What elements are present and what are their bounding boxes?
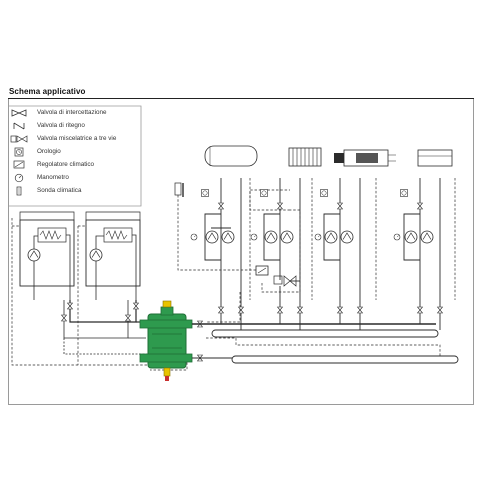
legend-label: Regolatore climatico (37, 161, 95, 168)
circuit-1-pump-a (205, 230, 219, 244)
legend-item-clock: Orologio (9, 145, 141, 158)
legend-label: Valvola miscelatrice a tre vie (37, 135, 117, 142)
circuit-4 (403, 178, 441, 330)
circuit-4-return-valve (437, 306, 443, 314)
emitter-fan-heater (334, 149, 396, 167)
circuit-4-pump-a (404, 230, 418, 244)
return-manifold (192, 355, 459, 364)
emitter-unit-heater (417, 149, 453, 167)
boiler-2 (85, 211, 141, 300)
circuit-1-gauge (190, 233, 198, 241)
title-rule (8, 98, 474, 99)
shutoff-valve-icon (9, 107, 29, 118)
clock-icon (9, 146, 29, 157)
diagram-title: Schema applicativo (9, 87, 86, 96)
circuit-3-gauge (314, 233, 322, 241)
circuit-3-valve-top (337, 202, 343, 210)
circuit-2-pump-b (280, 230, 294, 244)
legend: Valvola di intercettazione Valvola di ri… (9, 106, 141, 197)
climate-regulator (255, 265, 269, 276)
circuit-1-return-valve (238, 306, 244, 314)
legend-label: Valvola di intercettazione (37, 109, 107, 116)
circuit-3-valve-bottom (337, 306, 343, 314)
circuit-1-valve-bottom (218, 306, 224, 314)
circuit-1-pump-b (221, 230, 235, 244)
diagram-frame (8, 99, 474, 405)
circuit-4-valve-top (417, 202, 423, 210)
climate-probe-icon (9, 185, 29, 196)
circuit-2-return-valve (297, 306, 303, 314)
legend-label: Orologio (37, 148, 61, 155)
emitter-tank (204, 145, 258, 167)
supply-manifold (192, 323, 439, 338)
circuit-4-gauge (393, 233, 401, 241)
circuit-3-pump-b (340, 230, 354, 244)
legend-label: Sonda climatica (37, 187, 82, 194)
boiler-1-return-valve (61, 314, 67, 322)
circuit-2-valve-top (277, 202, 283, 210)
circuit-4-clock (400, 189, 408, 197)
legend-item-climate-regulator: Regolatore climatico (9, 158, 141, 171)
circuit-4-pump-b (420, 230, 434, 244)
boiler-1 (19, 211, 75, 300)
circuit-dividers (249, 178, 456, 300)
emitter-radiator (288, 147, 322, 167)
circuit-2-pump-a (264, 230, 278, 244)
circuit-3 (323, 178, 361, 330)
legend-box (8, 105, 142, 207)
circuit-4-valve-bottom (417, 306, 423, 314)
three-way-mixing-valve-icon (9, 133, 29, 144)
climate-regulator-icon (9, 159, 29, 170)
circuit-1 (204, 178, 242, 330)
boiler-2-return-valve (125, 314, 131, 322)
legend-item-shutoff-valve: Valvola di intercettazione (9, 106, 141, 119)
boiler-1-valve (67, 302, 73, 310)
circuit-2-valve-bottom (277, 306, 283, 314)
legend-item-climate-probe: Sonda climatica (9, 184, 141, 197)
legend-item-gauge: Manometro (9, 171, 141, 184)
control-wiring (11, 189, 441, 371)
legend-label: Valvola di ritegno (37, 122, 85, 129)
circuit-3-return-valve (357, 306, 363, 314)
pressure-gauge-icon (9, 172, 29, 183)
circuit-1-clock (201, 189, 209, 197)
legend-item-mixing-valve: Valvola miscelatrice a tre vie (9, 132, 141, 145)
hydraulic-separator (139, 300, 193, 381)
outside-climate-probe (174, 182, 184, 197)
circuit-3-clock (320, 189, 328, 197)
boiler-2-valve (133, 302, 139, 310)
circuit-3-pump-a (324, 230, 338, 244)
circuit-1-valve-top (218, 202, 224, 210)
circuit-2-clock (260, 189, 268, 197)
legend-item-check-valve: Valvola di ritegno (9, 119, 141, 132)
circuit-2 (263, 178, 301, 330)
circuit-2-gauge (250, 233, 258, 241)
legend-label: Manometro (37, 174, 69, 181)
check-valve-icon (9, 120, 29, 131)
